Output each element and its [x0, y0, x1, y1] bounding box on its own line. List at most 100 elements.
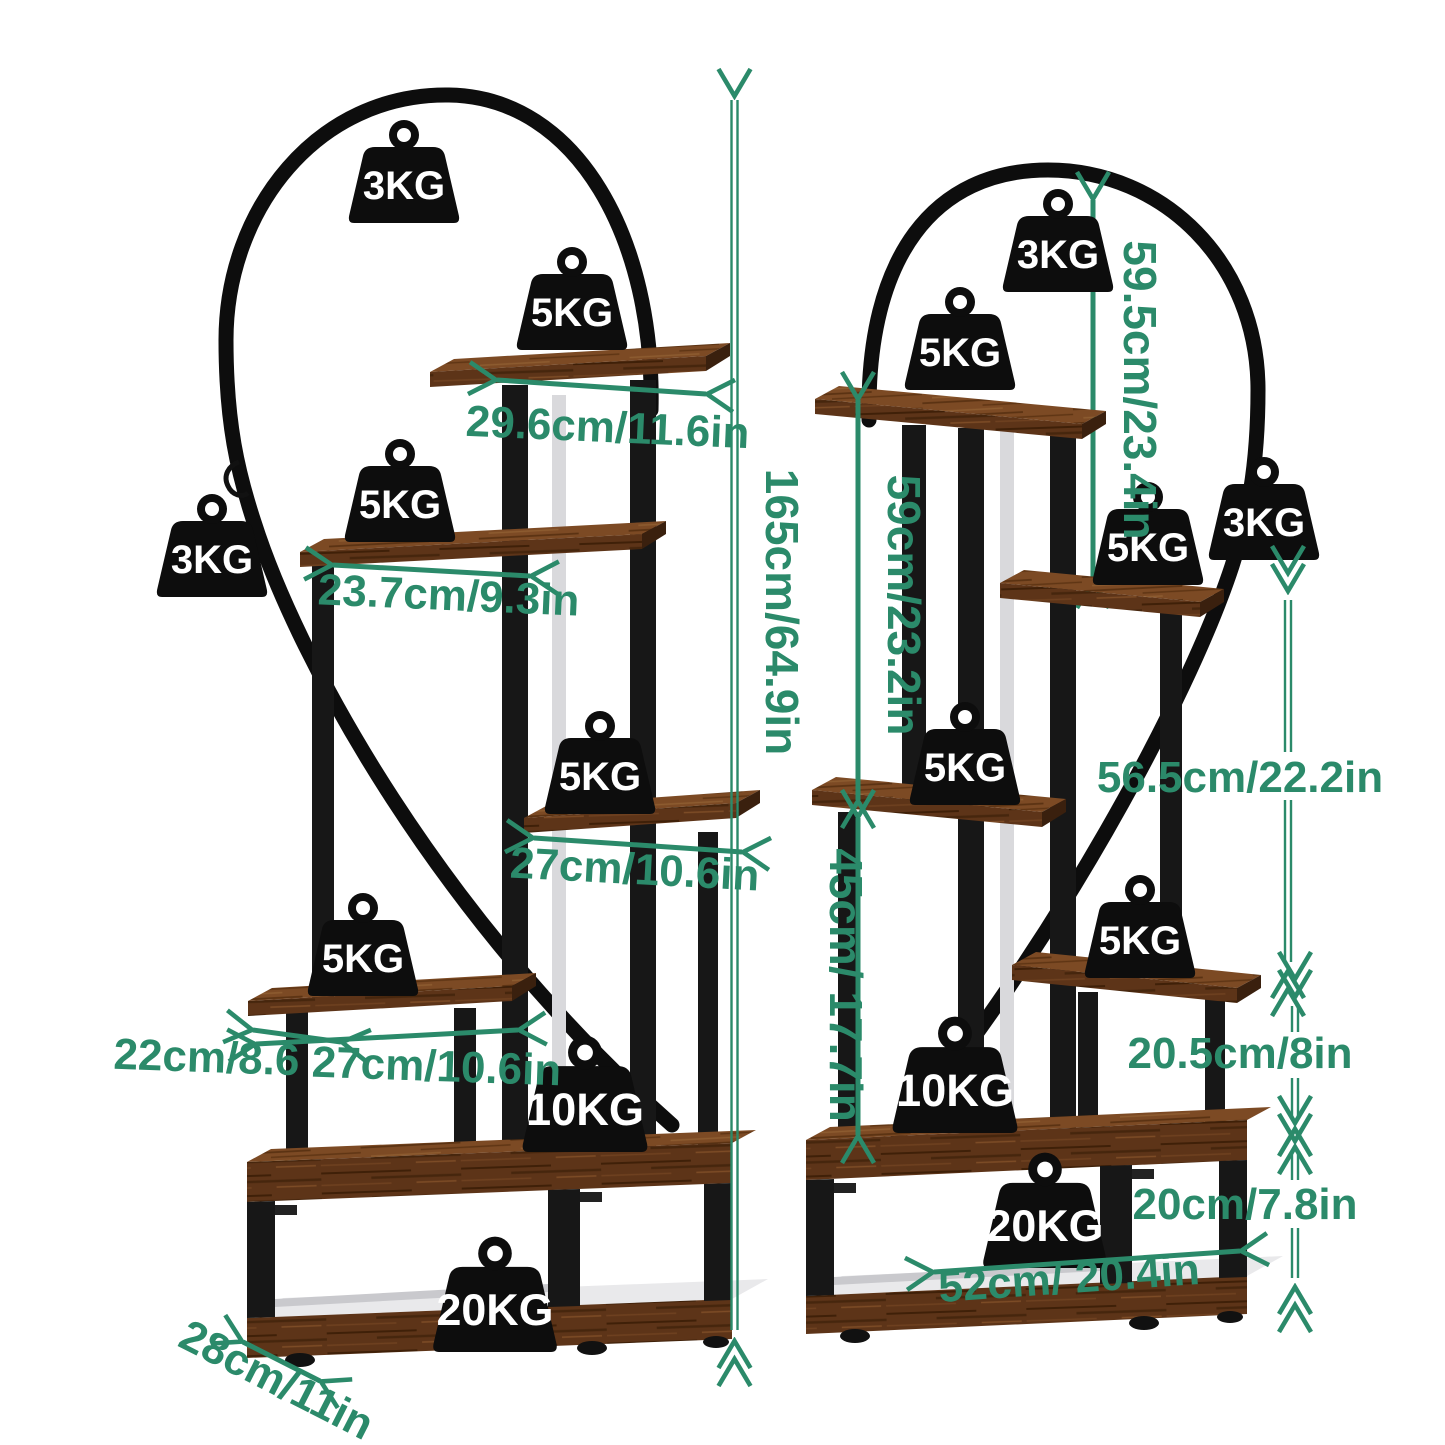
base-foot — [703, 1336, 729, 1348]
base-foot — [1217, 1311, 1243, 1323]
weight-handle-hole — [1141, 490, 1155, 504]
weight-icon: 5KG — [1084, 875, 1196, 978]
weight-handle-hole — [958, 710, 972, 724]
weight-body — [1208, 484, 1320, 560]
left-hang-hook — [223, 459, 250, 498]
dim-label-right-mid: 20.5cm/8in — [1127, 1029, 1352, 1078]
dim-arrow-base-width — [934, 1251, 1240, 1272]
weight-icon: 3KG — [1208, 457, 1320, 560]
weight-handle-hole — [356, 901, 370, 915]
weight-body — [522, 1066, 648, 1152]
weight-label: 3KG — [171, 538, 253, 582]
base-bracket — [275, 1205, 297, 1215]
dim-label-shelf3: 27cm/10.6in — [509, 839, 761, 901]
weight-icon: 5KG — [344, 439, 456, 542]
weight-handle-hole — [577, 1044, 593, 1061]
weight-handle-hole — [1257, 465, 1271, 479]
dim-label-total-height: 165cm/64.9in — [756, 469, 808, 755]
post — [312, 565, 334, 1002]
weight-icon: 5KG — [307, 893, 419, 996]
base-post-left — [247, 1201, 275, 1318]
dim-arrow-base-depth — [243, 1342, 320, 1381]
weight-body — [544, 738, 656, 814]
weight-body — [909, 729, 1021, 805]
dim-label-upper: 59cm/23.2in — [878, 475, 930, 736]
weight-body — [1002, 216, 1114, 292]
dimension-annotations-left: 29.6cm/11.6in 23.7cm/9.3in 27cm/10.6in 2… — [113, 97, 808, 1445]
weight-body — [307, 920, 419, 996]
weight-icon: 5KG — [904, 287, 1016, 390]
weight-icon: 3KG — [1002, 189, 1114, 292]
base-top-front — [247, 1143, 732, 1202]
weight-handle-hole — [953, 295, 967, 309]
weight-body — [892, 1047, 1018, 1133]
dim-label-shelf4-width: 27cm/10.6in — [311, 1038, 562, 1096]
post — [1205, 996, 1225, 1122]
weight-icon: 10KG — [522, 1035, 648, 1152]
right-shelf-1 — [815, 386, 1106, 439]
weight-icon: 5KG — [516, 247, 628, 350]
weight-body — [1092, 509, 1204, 585]
base-bracket — [580, 1192, 602, 1202]
shelf-side — [512, 973, 536, 1001]
left-plant-stand — [218, 87, 768, 1367]
post — [1050, 432, 1076, 1128]
weight-label: 5KG — [559, 755, 641, 799]
weight-icon: 3KG — [348, 120, 460, 223]
weight-label: 5KG — [919, 331, 1001, 375]
post — [698, 832, 718, 1150]
base-bracket — [1132, 1169, 1154, 1179]
weight-label: 5KG — [1099, 919, 1181, 963]
weight-handle-hole — [487, 1245, 503, 1262]
shelf-side — [1237, 975, 1261, 1003]
weight-label: 5KG — [1107, 526, 1189, 570]
post — [1078, 992, 1098, 1122]
shelf-side — [1082, 411, 1106, 439]
base-foot — [577, 1341, 607, 1355]
shelf-top — [300, 521, 666, 552]
dim-arrow-shelf1 — [497, 380, 706, 394]
weight-handle-hole — [397, 128, 411, 142]
base-bracket — [834, 1183, 856, 1193]
base-foot — [840, 1329, 870, 1343]
weight-label: 3KG — [1017, 233, 1099, 277]
weight-label: 10KG — [896, 1065, 1014, 1116]
dim-arrow-shelf3 — [534, 838, 742, 852]
shelf-side — [1200, 589, 1224, 617]
weight-handle-hole — [1037, 1161, 1053, 1178]
shelf-top — [1000, 570, 1224, 602]
base-post-right — [704, 1183, 732, 1301]
shelf-front — [248, 986, 512, 1016]
weight-capacity-icons: 3KG 5KG 3KG 5KG 5KG 5KG 10KG 20KG 3KG 5KG 3KG 5KG 5K… — [156, 120, 1320, 1352]
dim-label-arch: 59.5cm/23.4in — [1114, 240, 1166, 539]
shelf-front — [1012, 965, 1237, 1003]
weight-label: 5KG — [359, 483, 441, 527]
weight-handle-hole — [947, 1025, 963, 1042]
weight-label: 20KG — [436, 1285, 553, 1335]
shelf-top — [815, 386, 1106, 424]
weight-icon: 20KG — [433, 1236, 557, 1352]
dimension-annotations-right: 59.5cm/23.4in 59cm/23.2in 45cm/ 17.7in 5… — [820, 240, 1383, 1312]
weight-handle-hole — [205, 502, 219, 516]
shelf-side — [1042, 799, 1066, 827]
weight-icon: 5KG — [544, 711, 656, 814]
weight-body — [433, 1266, 557, 1352]
weight-label: 3KG — [363, 164, 445, 208]
weight-handle-hole — [593, 719, 607, 733]
weight-handle-hole — [393, 447, 407, 461]
base-post-left — [806, 1179, 834, 1296]
weight-handle-hole — [565, 255, 579, 269]
dim-label-shelf4-depth: 22cm/8.6 — [113, 1030, 301, 1085]
weight-label: 20KG — [986, 1201, 1103, 1251]
weight-body — [1084, 902, 1196, 978]
dim-label-right-lower: 20cm/7.8in — [1132, 1180, 1357, 1229]
shelf-front — [815, 399, 1082, 439]
weight-icon: 5KG — [909, 702, 1021, 805]
weight-handle-hole — [1133, 883, 1147, 897]
weight-handle-hole — [1051, 197, 1065, 211]
dim-label-shelf2: 23.7cm/9.3in — [317, 565, 581, 625]
dim-label-lower: 45cm/ 17.7in — [820, 848, 872, 1122]
post — [502, 385, 528, 1150]
